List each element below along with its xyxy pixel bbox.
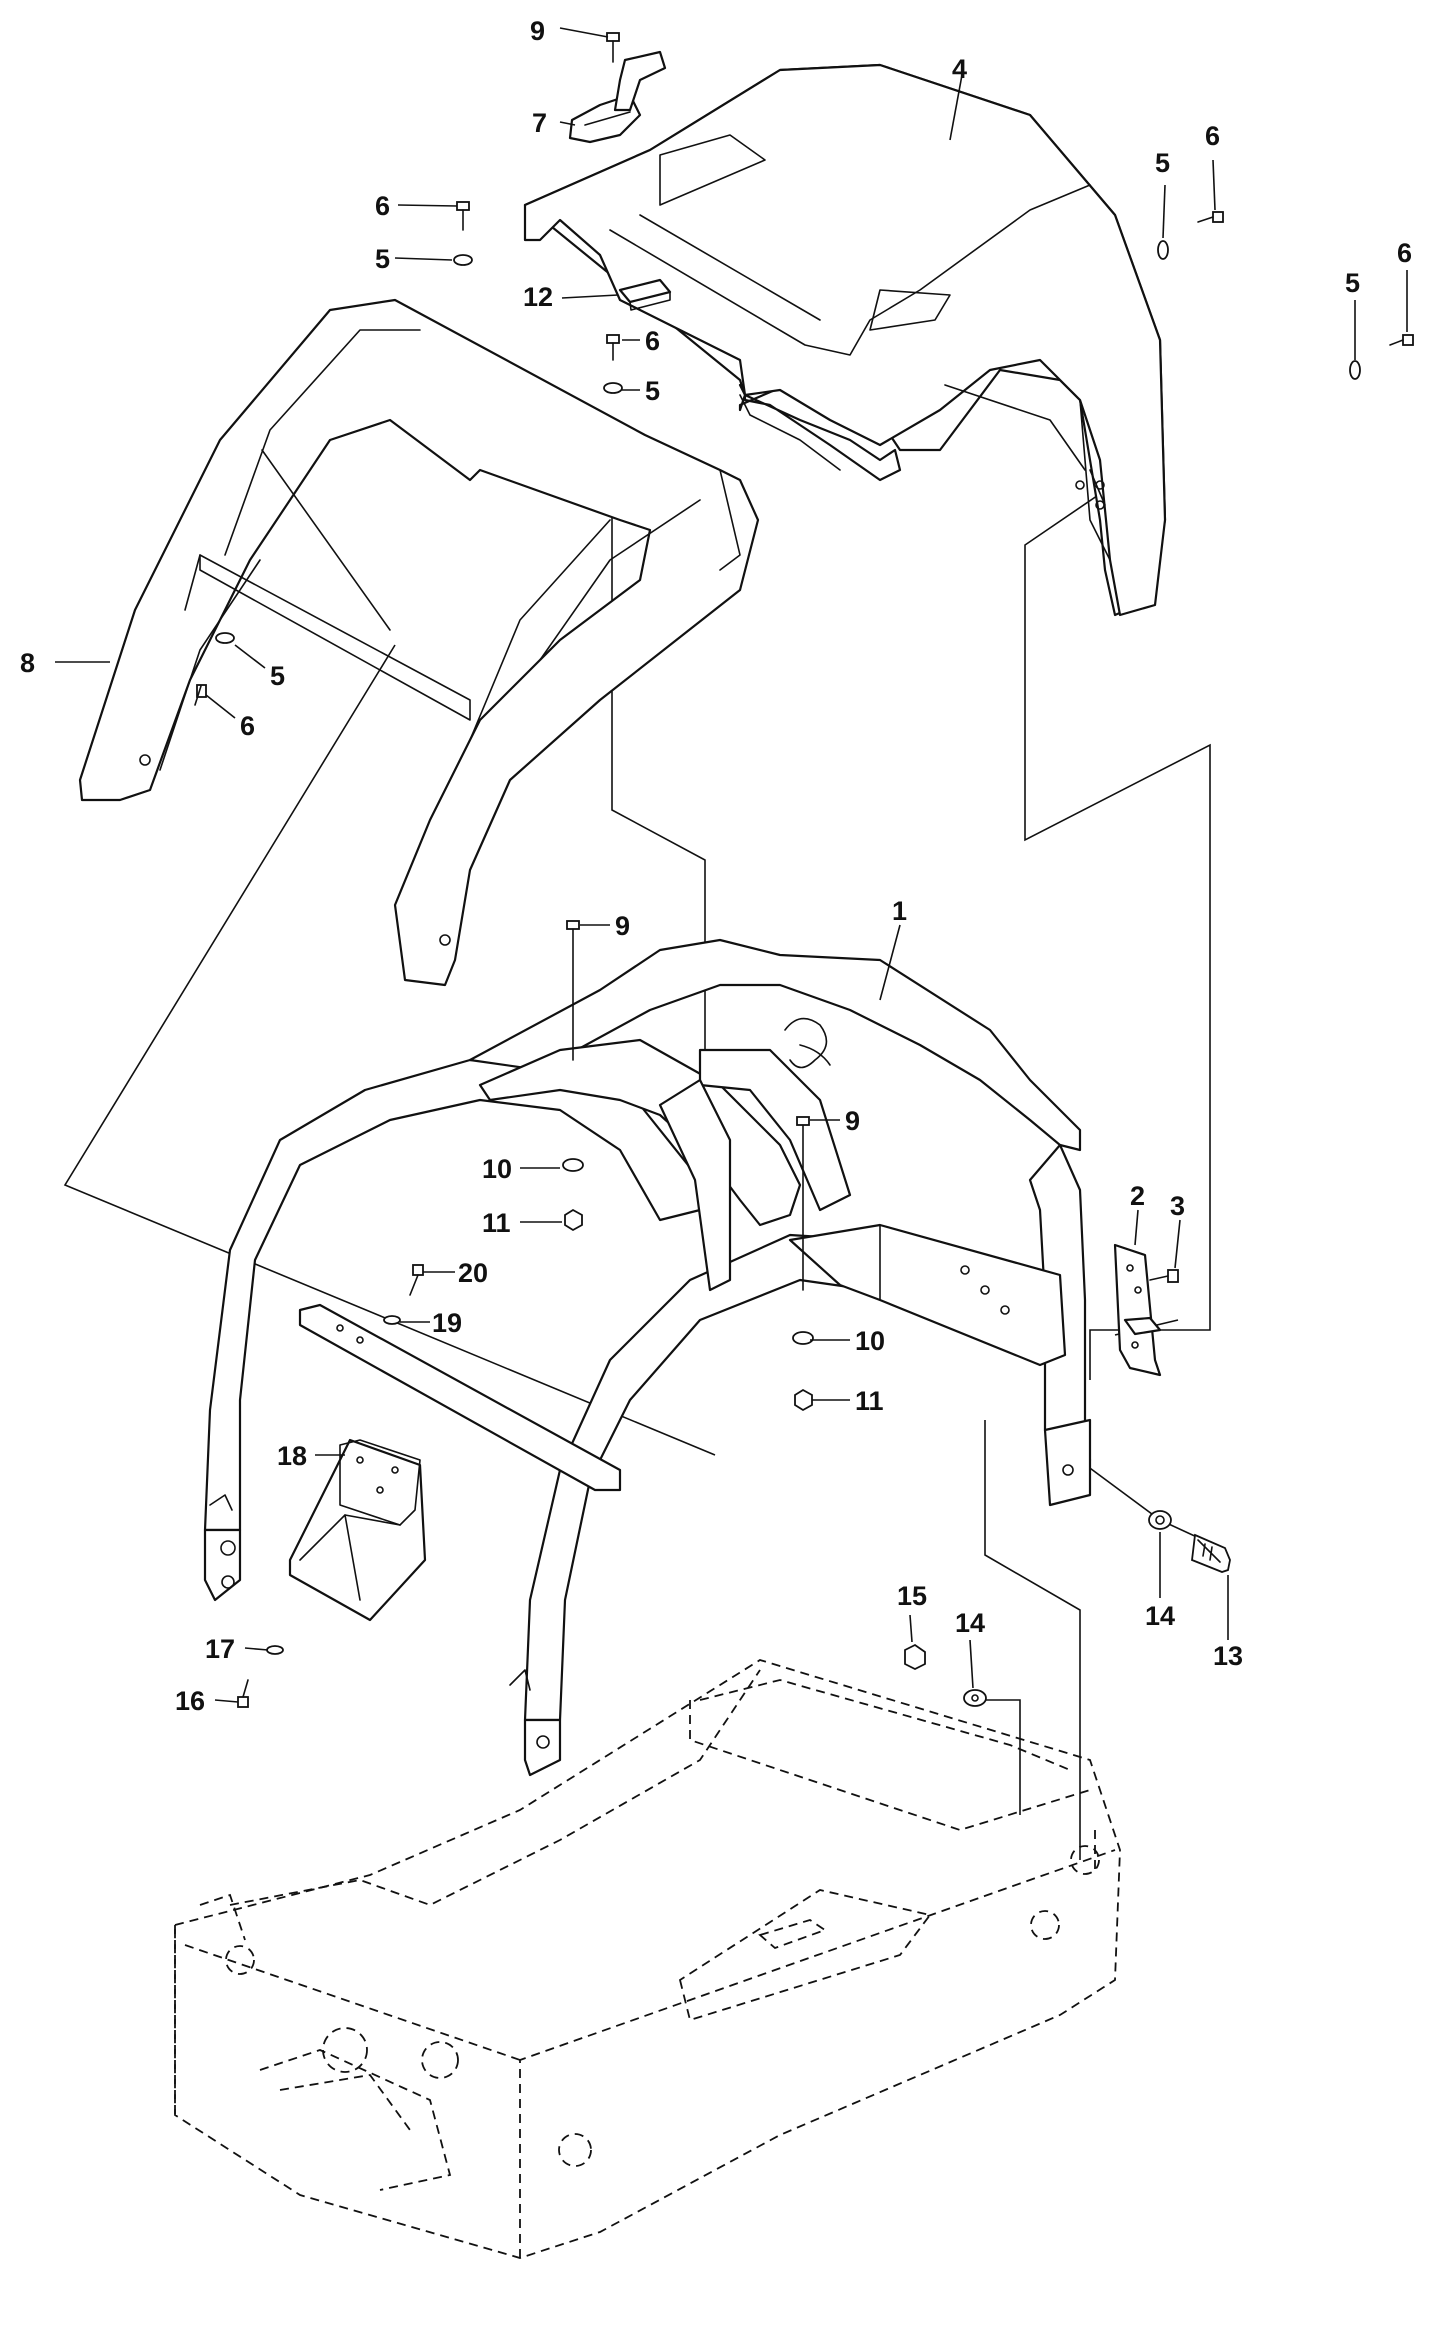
part-3-screw [1149,1269,1179,1283]
callout-4: 4 [952,54,967,84]
part-19-bracket-bar [298,1303,622,1492]
callout-14-right: 14 [1145,1601,1175,1631]
callout-17: 17 [205,1634,235,1664]
callout-7: 7 [532,108,547,138]
callout-5-fender: 5 [270,661,285,691]
callout-6-left: 6 [375,191,390,221]
part-2-hinge-plate [1113,1243,1162,1377]
part-1-roll-bar [203,938,1092,1777]
callout-9-top: 9 [530,16,545,46]
callout-15: 15 [897,1581,927,1611]
callout-5-far-right: 5 [1345,268,1360,298]
part-7-latch [568,50,667,144]
callout-11-right: 11 [855,1386,884,1416]
callout-9-left: 9 [615,911,630,941]
callout-18: 18 [277,1441,307,1471]
callout-2: 2 [1130,1181,1145,1211]
callout-6-upper-right: 6 [1205,121,1220,151]
callout-19: 19 [432,1308,462,1338]
callout-leaders [55,27,1408,1703]
part-4-right-fender [523,63,1167,617]
part-12-pad [618,278,672,311]
callout-10-left: 10 [482,1154,512,1184]
callout-5-middle: 5 [645,376,660,406]
callout-3: 3 [1170,1191,1185,1221]
callout-6-fender: 6 [240,711,255,741]
callout-labels: 9 7 4 5 6 5 6 6 5 12 6 5 8 5 6 1 9 9 10 … [20,16,1412,1716]
callout-20: 20 [458,1258,488,1288]
callout-13: 13 [1213,1641,1243,1671]
callout-5-left: 5 [375,244,390,274]
hardware [194,201,1414,1708]
callout-10-right: 10 [855,1326,885,1356]
callout-8: 8 [20,648,35,678]
callout-5-upper-right: 5 [1155,148,1170,178]
callout-9-right: 9 [845,1106,860,1136]
callout-1: 1 [892,896,907,926]
callout-12: 12 [523,282,553,312]
callout-16: 16 [175,1686,205,1716]
callout-6-far-right: 6 [1397,238,1412,268]
part-9-top-screw [606,32,620,63]
callout-11-left: 11 [482,1208,511,1238]
callout-14-bottom: 14 [955,1608,985,1638]
base-frame-hidden [174,1659,1121,2259]
part-8-left-fender [78,298,760,987]
part-18-box-bracket [288,1438,427,1622]
callout-6-middle: 6 [645,326,660,356]
